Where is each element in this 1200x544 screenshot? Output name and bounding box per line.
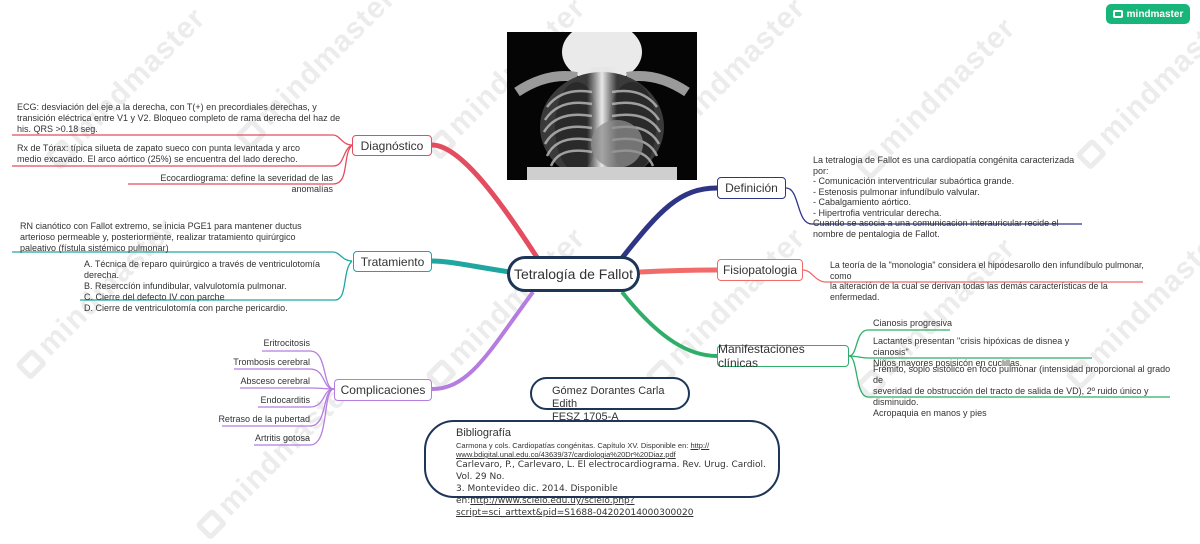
complicacion-item[interactable]: Retraso de la pubertad [218,414,310,424]
reference-2-text: 3. Montevideo dic. 2014. Disponible en: [456,484,618,506]
branch-label: Complicaciones [340,383,426,397]
bibliography-box[interactable]: Bibliografía Carmona y cols. Cardiopatía… [424,420,780,518]
brand-label: mindmaster [1126,8,1184,20]
mindmaster-badge[interactable]: mindmaster [1106,4,1190,24]
branch-fisiopatologia[interactable]: Fisiopatologia [717,259,803,281]
branch-diagnostico[interactable]: Diagnóstico [352,135,432,156]
branch-label: Manifestaciones clínicas [718,342,805,370]
reference-2-link[interactable]: script=sci_arttext&pid=S1688-04202014000… [456,508,694,518]
author-name: Gómez Dorantes Carla Edith [552,385,665,410]
definicion-text[interactable]: La tetralogia de Fallot es una cardiopat… [813,155,1075,239]
root-label: Tetralogía de Fallot [513,266,634,282]
fisiopatologia-text[interactable]: La teoría de la "monologia" considera el… [830,260,1144,302]
diagnostico-rx[interactable]: Rx de Tórax: típica silueta de zapato su… [17,143,301,164]
branch-complicaciones[interactable]: Complicaciones [334,379,432,401]
author-box[interactable]: Gómez Dorantes Carla Edith FESZ 1705-A [530,377,690,423]
branch-label: Tratamiento [360,254,425,269]
branch-label: Fisiopatologia [722,263,798,277]
reference-1-link[interactable]: www.bdigital.unal.edu.co/43639/37/cardio… [456,450,676,459]
reference-2-link[interactable]: http://www.scielo.edu.uy/scielo.php? [470,496,635,506]
root-node[interactable]: Tetralogía de Fallot [507,256,640,292]
branch-label: Diagnóstico [360,138,424,153]
manifestacion-item[interactable]: Cianosis progresiva [873,318,953,328]
bibliography-title: Bibliografía [456,427,512,439]
chest-xray-image [507,32,697,180]
branch-definicion[interactable]: Definición [717,177,786,199]
reference-1-link[interactable]: http:// [690,441,710,450]
manifestacion-item[interactable]: Lactantes presentan "crisis hipóxicas de… [873,336,1070,368]
branch-tratamiento[interactable]: Tratamiento [353,251,432,272]
complicacion-item[interactable]: Trombosis cerebral [233,357,310,367]
connector-lines [12,134,1170,446]
complicacion-item[interactable]: Endocarditis [260,395,310,405]
complicacion-item[interactable]: Eritrocitosis [263,338,310,348]
reference-1-text: Carmona y cols. Cardiopatías congénitas.… [456,441,691,450]
reference-1: Carmona y cols. Cardiopatías congénitas.… [456,441,768,459]
tratamiento-tecnicas[interactable]: A. Técnica de reparo quirúrgico a través… [84,259,320,313]
branch-manifestaciones[interactable]: Manifestaciones clínicas [717,342,849,370]
mindmaster-logo-icon [1112,10,1123,18]
branch-label: Definición [725,181,778,195]
reference-2-text: Carlevaro, P., Carlevaro, L. El electroc… [456,460,766,482]
complicacion-item[interactable]: Absceso cerebral [240,376,310,386]
complicacion-item[interactable]: Artritis gotosa [254,433,310,443]
diagnostico-eco[interactable]: Ecocardiograma: define la severidad de l… [160,173,333,194]
tratamiento-rn[interactable]: RN cianótico con Fallot extremo, se inic… [20,221,302,253]
manifestacion-item[interactable]: Frémito, soplo sistólico en foco pulmona… [873,364,1171,418]
reference-2: Carlevaro, P., Carlevaro, L. El electroc… [456,459,768,519]
diagnostico-ecg[interactable]: ECG: desviación del eje a la derecha, co… [17,102,341,134]
